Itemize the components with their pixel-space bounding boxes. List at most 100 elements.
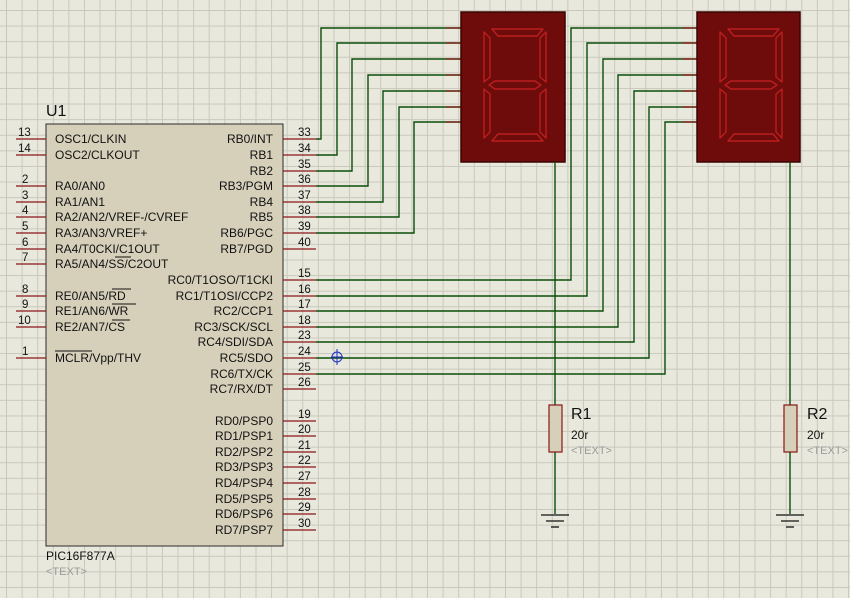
pin-number: 17 [298,299,311,311]
segment-b [539,31,547,83]
pin-name: RC7/RX/DT [210,382,274,396]
mcu-body [45,123,284,547]
pin-number: 35 [298,159,311,171]
pin-name: RC6/TX/CK [210,367,273,381]
pin-number: 4 [22,205,29,217]
wires-portc-display2[interactable] [316,27,697,375]
pin-name: RD3/PSP3 [215,460,273,474]
pin-number: 28 [298,487,311,499]
pin-number: 15 [298,268,311,280]
pin-number: 16 [298,284,311,296]
pin-number: 25 [298,362,311,374]
pin-name: RC2/CCP1 [214,304,274,318]
pin-name: RA3/AN3/VREF+ [55,226,147,240]
ground-symbol-2[interactable] [776,514,804,528]
pin-number: 22 [298,455,311,467]
pin-number: 34 [298,143,311,155]
mcu-reference: U1 [46,103,67,120]
pin-name: RE1/AN6/WR [55,304,129,318]
pin-number: 5 [22,221,28,233]
display-2-pins [682,27,697,123]
wire-rb6[interactable] [316,121,461,234]
pin-name: OSC1/CLKIN [55,132,126,146]
mcu-U1[interactable]: U1 PIC16F877A <TEXT> 13 14 2 3 4 5 [16,103,316,578]
wire-rc0[interactable] [316,27,697,281]
seven-segment-display-1[interactable] [446,11,566,405]
segment-g [488,80,542,90]
pin-number: 23 [298,330,311,342]
pin-name: RD7/PSP7 [215,523,273,537]
wire-rc2[interactable] [316,58,697,312]
pin-name: RA4/T0CKI/C1OUT [55,242,160,256]
pin-number: 38 [298,205,311,217]
pin-number: 18 [298,315,311,327]
segment-f [483,31,491,83]
pin-number: 30 [298,518,311,530]
pin-number: 40 [298,237,311,249]
wire-rb2[interactable] [316,58,461,172]
wire-rb0[interactable] [316,27,461,140]
segment-f [719,31,727,83]
wire-rb1[interactable] [316,42,461,156]
pin-name: RC5/SDO [220,351,273,365]
pin-number: 29 [298,502,311,514]
mcu-part-number: PIC16F877A [46,549,115,563]
pin-number: 6 [22,237,28,249]
pin-name: RC4/SDI/SDA [198,335,273,349]
pin-name: RB1 [250,148,274,162]
wire-rc4[interactable] [316,90,697,343]
pin-name: RB3/PGM [219,179,273,193]
pin-number: 1 [22,346,28,358]
pin-name: RD2/PSP2 [215,445,273,459]
wire-rb3[interactable] [316,74,461,187]
pin-number: 3 [22,190,28,202]
pin-name: RA2/AN2/VREF-/CVREF [55,210,188,224]
segment-e [483,88,491,139]
wire-rb5[interactable] [316,106,461,218]
segment-d [491,133,544,142]
segment-g [724,80,778,90]
pin-name: RB2 [250,164,274,178]
resistor-R1[interactable]: R1 20r <TEXT> [548,404,612,514]
pin-number: 10 [18,315,31,327]
display-1-body [460,11,566,163]
display-1-digit-segments [483,28,547,142]
wire-rc3[interactable] [316,74,697,328]
mcu-right-pins [283,138,316,531]
display-2-digit-segments [719,28,783,142]
pin-name: RC3/SCK/SCL [194,320,273,334]
pin-number: 36 [298,174,311,186]
pin-name: RD0/PSP0 [215,414,273,428]
wire-rb4[interactable] [316,90,461,203]
seven-segment-display-2[interactable] [682,11,801,405]
pin-name: RC1/T1OSI/CCP2 [176,289,274,303]
pin-name: RB7/PGD [220,242,273,256]
ground-symbol-1[interactable] [541,514,569,528]
pin-number: 33 [298,127,311,139]
pin-name: RD1/PSP1 [215,429,273,443]
resistor-R2[interactable]: R2 20r <TEXT> [783,404,848,514]
segment-e [719,88,727,139]
wires-portb-display1[interactable] [316,27,461,234]
resistor-text-placeholder: <TEXT> [807,445,848,457]
segment-c [539,88,547,139]
pin-number: 19 [298,409,311,421]
pin-name: RA5/AN4/SS/C2OUT [55,257,169,271]
wire-rc5[interactable] [316,106,697,359]
pin-number: 8 [22,284,28,296]
mcu-left-pin-names: OSC1/CLKIN OSC2/CLKOUT RA0/AN0 RA1/AN1 R… [55,132,188,365]
pin-name: RB5 [250,210,274,224]
pin-name: RD4/PSP4 [215,476,273,490]
wire-rc1[interactable] [316,42,697,297]
pin-name: RD6/PSP6 [215,507,273,521]
pin-number: 9 [22,299,28,311]
pin-name: RB0/INT [227,132,274,146]
pin-number: 39 [298,221,311,233]
pin-name: RC0/T1OSO/T1CKI [168,273,273,287]
pin-name: RE0/AN5/RD [55,289,126,303]
pin-number: 20 [298,424,311,436]
resistor-body [548,404,563,453]
pin-name: RB4 [250,195,274,209]
wire-rc6[interactable] [316,121,697,375]
pin-number: 7 [22,252,28,264]
